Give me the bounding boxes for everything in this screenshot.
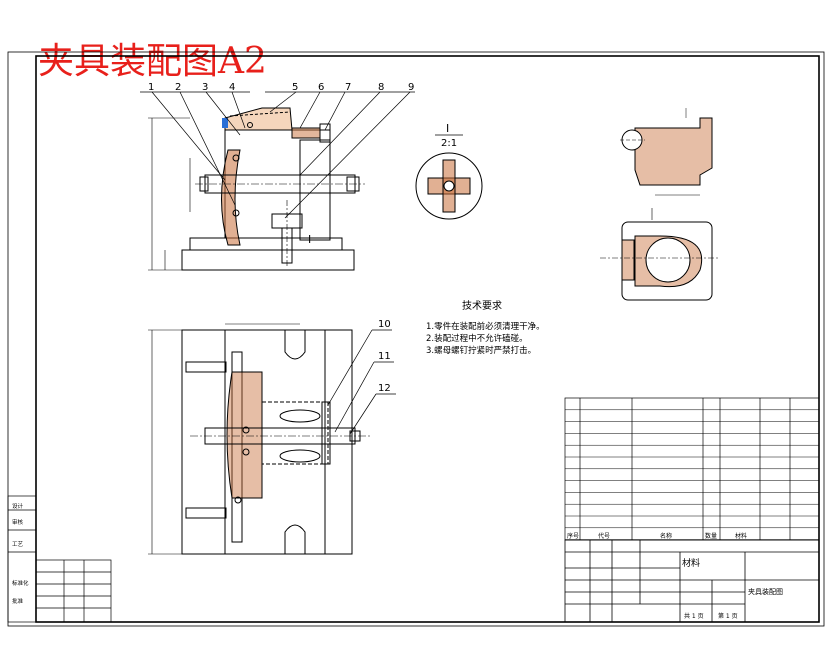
balloon-4: 4 — [229, 82, 235, 93]
left-table-labels: 设计 审核 工艺 标准化 批准 — [12, 502, 29, 605]
title-block-name: 夹具装配图 — [748, 587, 783, 596]
balloon-8: 8 — [378, 82, 384, 93]
svg-text:设计: 设计 — [12, 502, 24, 510]
svg-text:审核: 审核 — [12, 518, 24, 526]
svg-text:数量: 数量 — [705, 532, 717, 540]
left-table — [7, 495, 112, 623]
balloon-5: 5 — [292, 82, 298, 93]
title-block-sheet: 共 1 页 — [684, 612, 704, 620]
title-block-material: 材料 — [682, 557, 700, 569]
parts-rows — [565, 409, 819, 540]
balloon-6: 6 — [318, 82, 324, 93]
balloon-9: 9 — [408, 82, 414, 93]
balloon-2: 2 — [175, 82, 181, 93]
svg-text:工艺: 工艺 — [12, 541, 24, 548]
title-block-header: 序号 代号 名称 数量 材料 — [567, 532, 747, 540]
detail-name: I — [446, 122, 449, 135]
title-block-sheet-of: 第 1 页 — [718, 612, 738, 620]
side-section-view — [620, 108, 713, 196]
tech-req-item-2: 2.装配过程中不允许磕碰。 — [426, 333, 528, 344]
front-view — [148, 107, 365, 271]
svg-text:批准: 批准 — [12, 597, 24, 605]
title-block — [564, 539, 820, 623]
section-mark: I — [308, 233, 311, 246]
detail-scale: 2:1 — [441, 138, 457, 149]
balloon-10: 10 — [378, 319, 391, 330]
balloon-11: 11 — [378, 351, 391, 362]
detail-view-I — [415, 134, 483, 220]
svg-text:标准化: 标准化 — [12, 579, 29, 587]
svg-text:序号: 序号 — [567, 532, 579, 540]
top-view-balloons: 10 11 12 — [378, 319, 391, 394]
part-leaders — [140, 91, 415, 219]
balloon-12: 12 — [378, 383, 391, 394]
top-view-leaders — [327, 329, 396, 435]
balloon-1: 1 — [148, 82, 154, 93]
tech-req-item-1: 1.零件在装配前必须清理干净。 — [426, 321, 545, 332]
tech-req-item-3: 3.螺母螺钉拧紧时严禁打击。 — [426, 345, 536, 356]
drawing-title: 夹具装配图A2 — [38, 41, 267, 82]
plan-section-view — [600, 208, 720, 301]
svg-text:材料: 材料 — [735, 532, 747, 540]
balloon-7: 7 — [345, 82, 351, 93]
tech-req-heading: 技术要求 — [462, 299, 502, 312]
balloon-labels: 1 2 3 4 5 6 7 8 9 I — [148, 82, 414, 246]
balloon-3: 3 — [202, 82, 208, 93]
svg-text:名称: 名称 — [660, 532, 672, 540]
sheet-border — [7, 51, 825, 627]
svg-text:代号: 代号 — [598, 532, 610, 540]
top-view — [148, 323, 372, 555]
